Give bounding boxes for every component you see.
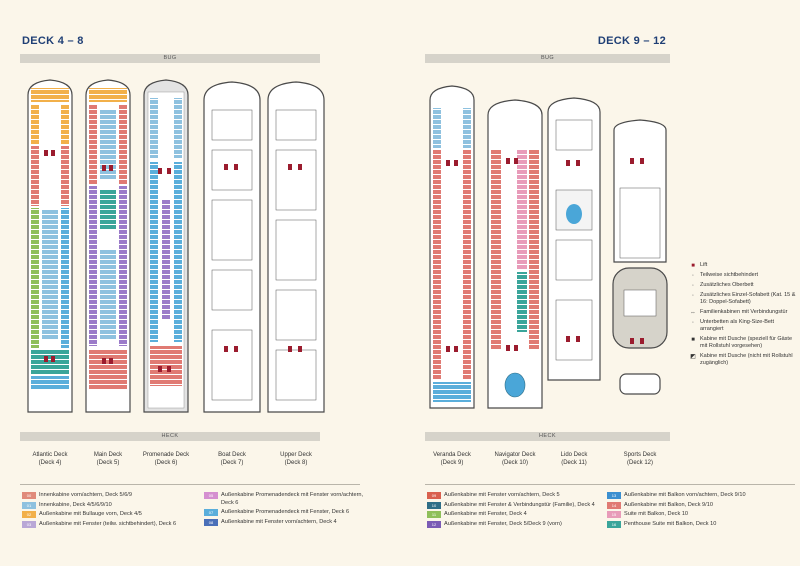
legend-connecting-door: ⇔Familienkabinen mit Verbindungstür	[690, 309, 788, 316]
upper-bed-icon: ◦	[691, 282, 695, 289]
deck-4-plan	[27, 79, 73, 413]
deck-label-4: Atlantic Deck(Deck 4)	[32, 452, 68, 466]
lift-icon: ■	[691, 262, 695, 269]
deck-label-7: Boat Deck(Deck 7)	[218, 452, 246, 466]
legend-lift: ■Lift	[691, 262, 708, 269]
sofa-bed-icon: ◦	[691, 292, 695, 299]
deck-11-plan	[547, 97, 601, 381]
deck-label-5: Main Deck(Deck 5)	[93, 452, 123, 466]
deck-label-11: Lido Deck(Deck 11)	[560, 452, 588, 466]
wheelchair-shower-icon: ■	[691, 336, 695, 343]
bow-bar-right: BUG	[425, 54, 670, 63]
deck-9-plan	[429, 85, 475, 409]
legend-wheelchair-shower: ■Kabine mit Dusche (speziell für Gäste m…	[691, 336, 793, 349]
deck-7-plan	[203, 81, 261, 413]
deck-label-8: Upper Deck(Deck 8)	[280, 452, 312, 466]
right-page-title: DECK 9 – 12	[597, 35, 666, 47]
deck-label-12: Sports Deck(Deck 12)	[623, 452, 657, 466]
deck-8-plan	[267, 81, 325, 413]
stern-bar-right: HECK	[425, 432, 670, 441]
left-page-title: DECK 4 – 8	[22, 35, 84, 47]
legend-divider-left	[20, 484, 360, 485]
symbol-legend: ■Lift ◦Teilweise sichtbehindert ◦Zusätzl…	[690, 262, 798, 370]
connecting-door-icon: ⇔	[690, 309, 696, 316]
deck-label-6: Promenade Deck(Deck 6)	[142, 452, 190, 466]
deck-12-plan	[612, 119, 668, 395]
legend-divider-right	[425, 484, 795, 485]
shower-icon: ◩	[690, 353, 696, 360]
partial-view-icon: ◦	[691, 272, 695, 279]
deck-label-10: Navigator Deck(Deck 10)	[494, 452, 536, 466]
legend-partial-view: ◦Teilweise sichtbehindert	[691, 272, 759, 279]
legend-upper-bed: ◦Zusätzliches Oberbett	[691, 282, 754, 289]
bow-bar-left: BUG	[20, 54, 320, 63]
legend-sofa-bed: ◦Zusätzliches Einzel-Sofabett (Kat. 15 &…	[691, 292, 796, 305]
deck-5-plan	[85, 79, 131, 413]
king-bed-icon: ◦	[691, 319, 695, 326]
legend-shower-no-wheelchair: ◩Kabine mit Dusche (nicht mit Rollstuhl …	[690, 353, 793, 366]
stern-bar-left: HECK	[20, 432, 320, 441]
deck-6-plan	[143, 79, 189, 413]
deck-10-plan	[487, 99, 543, 409]
deck-label-9: Veranda Deck(Deck 9)	[433, 452, 471, 466]
legend-king-bed: ◦Unterbetten als King-Size-Bett arrangie…	[691, 319, 774, 332]
